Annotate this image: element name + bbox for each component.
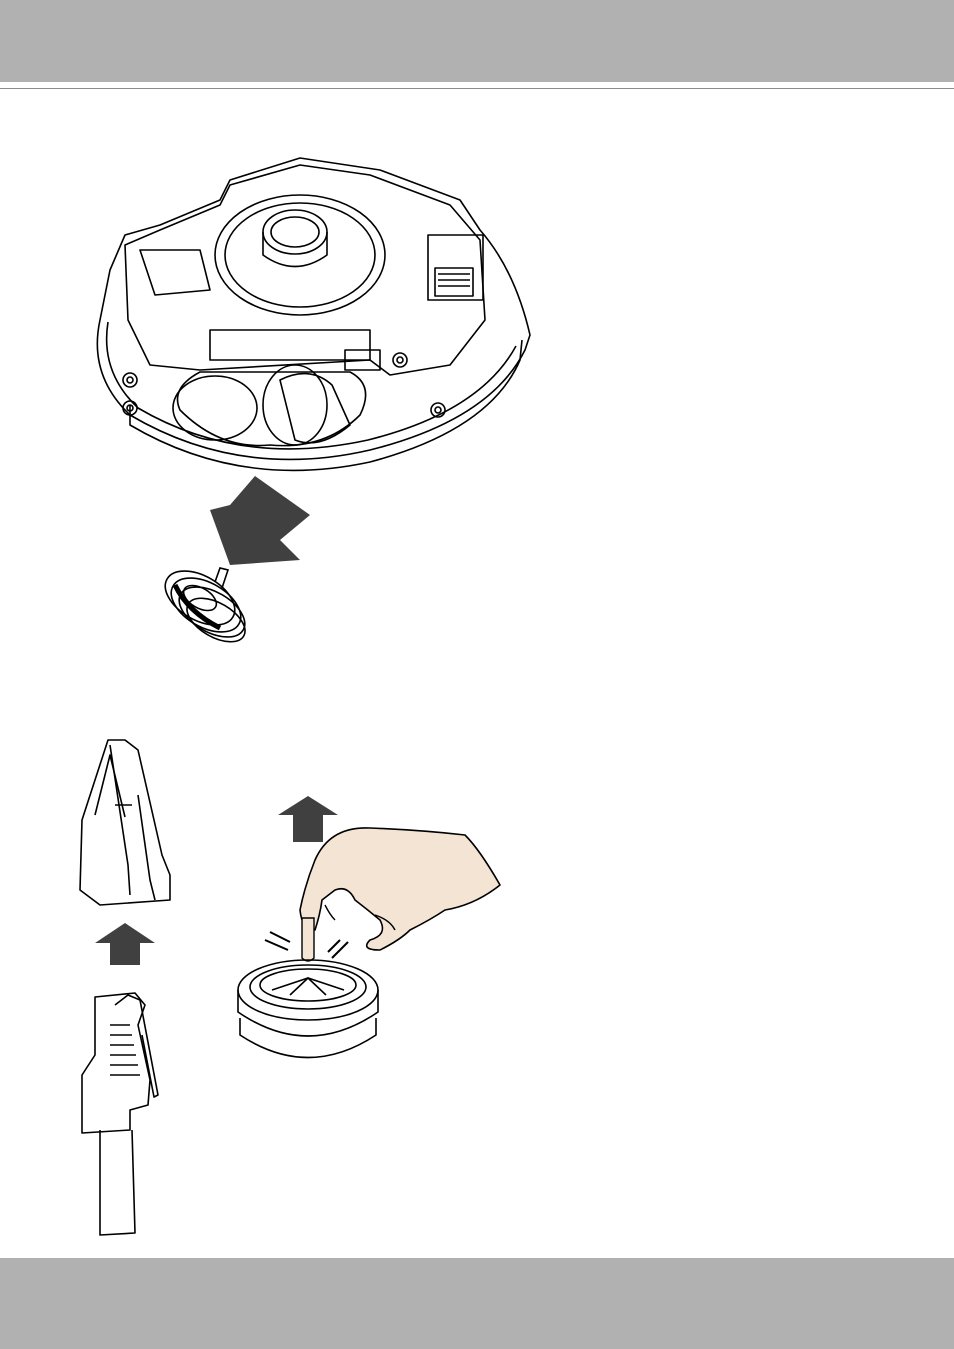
page-footer-bar bbox=[0, 1258, 954, 1349]
hand-grommet-illustration bbox=[230, 790, 520, 1080]
header-divider bbox=[0, 88, 954, 89]
page-header-bar bbox=[0, 0, 954, 82]
rj45-connector-illustration bbox=[70, 735, 190, 1240]
camera-base-illustration bbox=[70, 150, 550, 650]
